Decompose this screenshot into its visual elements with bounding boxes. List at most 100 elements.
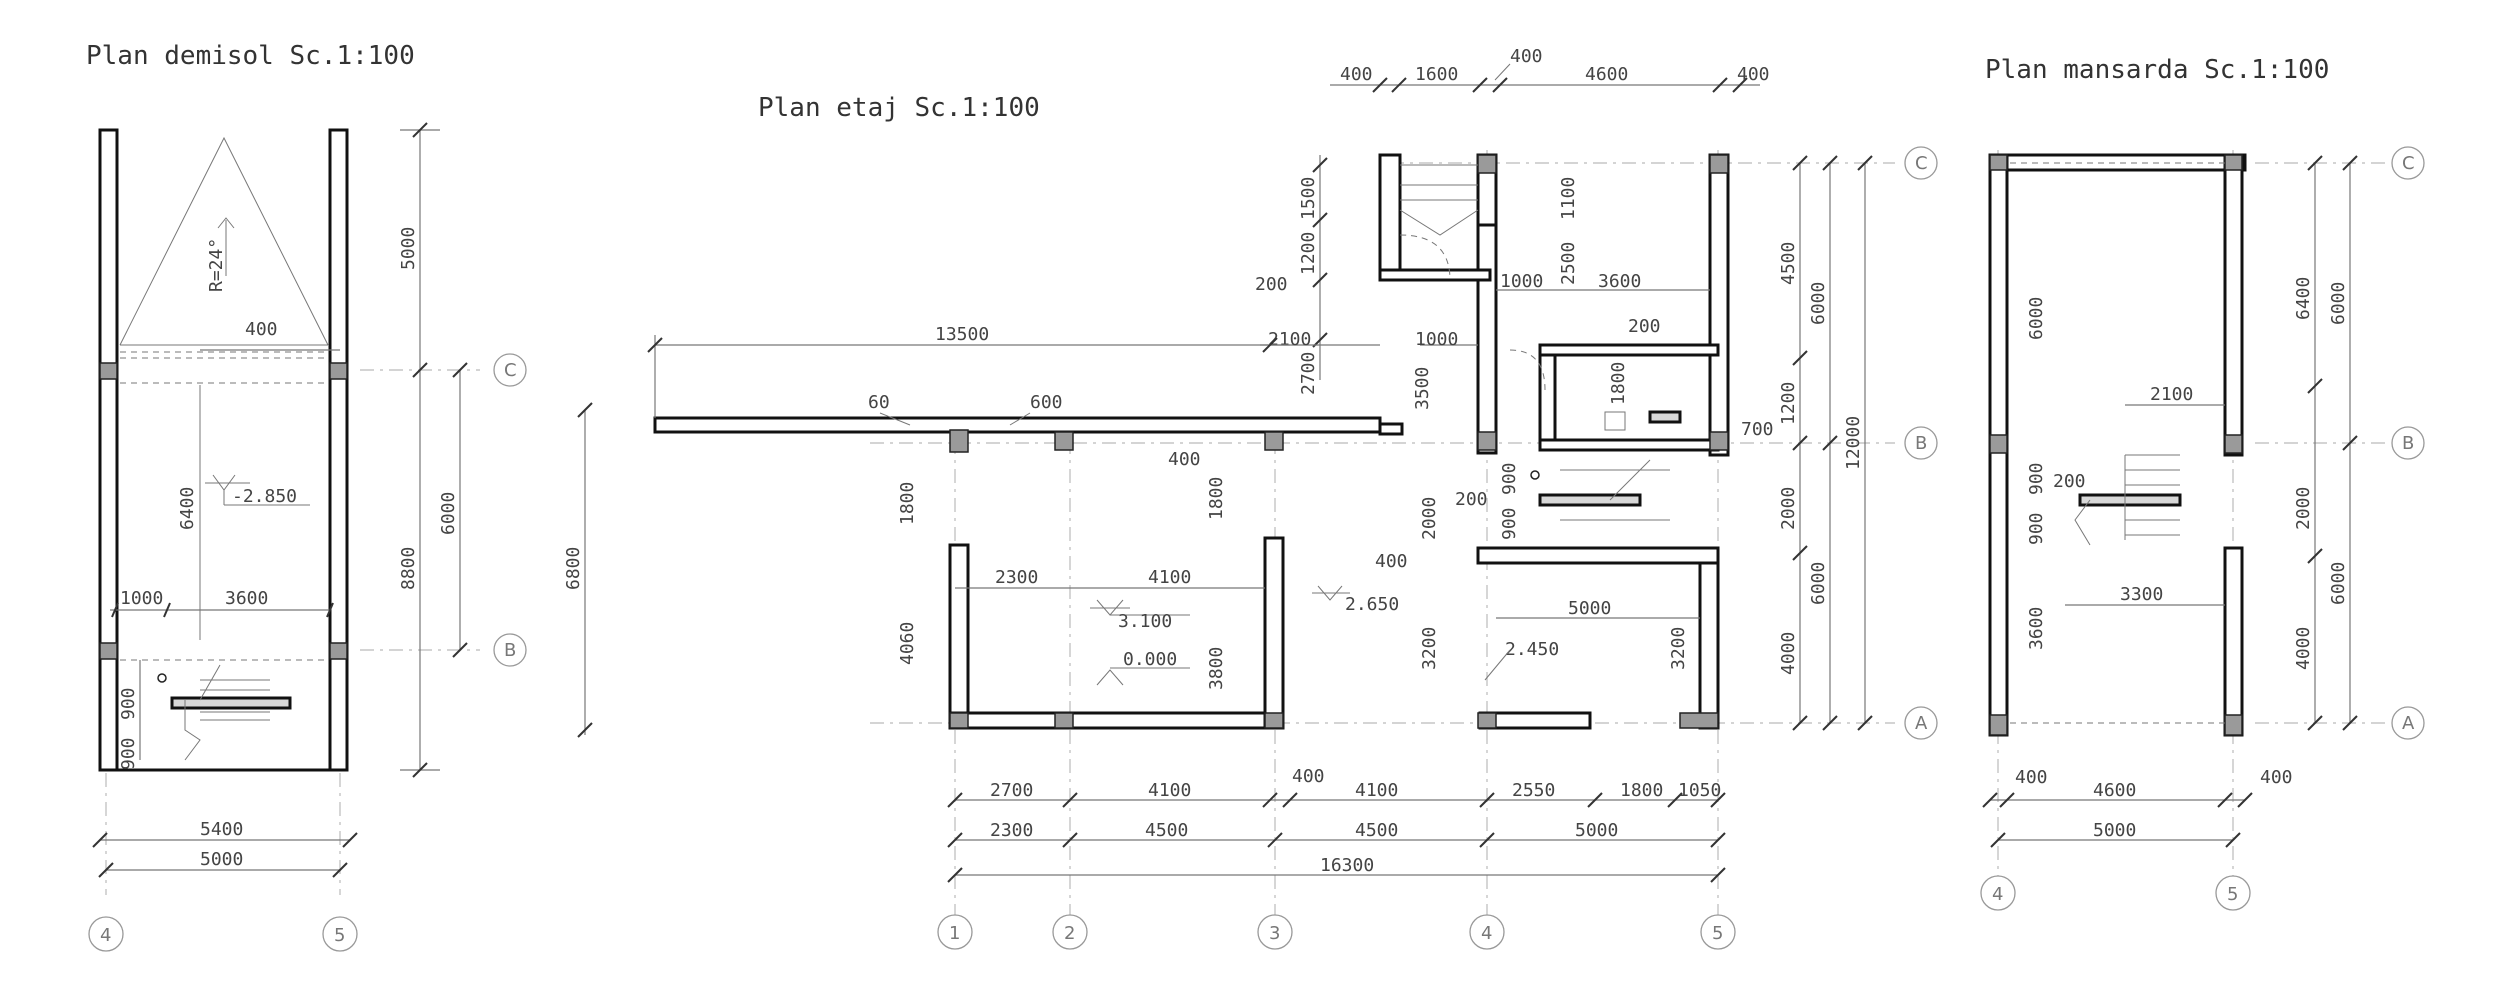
svg-text:3600: 3600 (2026, 607, 2047, 650)
plan-etaj: Plan etaj Sc.1:100 (563, 46, 1938, 950)
svg-text:900: 900 (2026, 512, 2047, 545)
svg-text:1800: 1800 (1608, 362, 1629, 405)
svg-text:400: 400 (1292, 766, 1325, 787)
svg-text:1: 1 (949, 923, 960, 944)
svg-text:4600: 4600 (1585, 64, 1628, 85)
svg-text:B: B (504, 640, 516, 661)
svg-text:400: 400 (1510, 46, 1543, 67)
svg-text:13500: 13500 (935, 324, 989, 345)
wall-west (948, 543, 970, 730)
svg-text:4500: 4500 (1355, 820, 1398, 841)
svg-text:400: 400 (2260, 767, 2293, 788)
svg-text:8800: 8800 (398, 547, 419, 590)
svg-text:1000: 1000 (1500, 271, 1543, 292)
svg-text:1500: 1500 (1298, 177, 1319, 220)
svg-text:6400: 6400 (2293, 277, 2314, 320)
svg-text:2500: 2500 (1558, 242, 1579, 285)
svg-text:4600: 4600 (2093, 780, 2136, 801)
svg-text:1800: 1800 (897, 482, 918, 525)
plan-demisol: Plan demisol Sc.1:100 R=24° -2.850 (86, 41, 527, 952)
svg-text:400: 400 (2015, 767, 2048, 788)
svg-text:2300: 2300 (995, 567, 1038, 588)
wall-right (328, 128, 349, 772)
svg-text:5: 5 (334, 925, 345, 946)
svg-text:1200: 1200 (1298, 232, 1319, 275)
svg-text:4500: 4500 (1778, 242, 1799, 285)
axis-bubble-b (493, 633, 527, 667)
svg-text:6000: 6000 (1808, 562, 1829, 605)
svg-text:A: A (2402, 713, 2415, 734)
axis-bubble-c (493, 353, 527, 387)
svg-text:60: 60 (868, 392, 890, 413)
svg-text:600: 600 (1030, 392, 1063, 413)
total-dimension: 16300 (1320, 855, 1374, 876)
svg-text:3300: 3300 (2120, 584, 2163, 605)
svg-text:200: 200 (1255, 274, 1288, 295)
svg-text:C: C (2402, 153, 2415, 174)
svg-text:5000: 5000 (1575, 820, 1618, 841)
svg-text:4: 4 (1992, 884, 2003, 905)
svg-text:5000: 5000 (200, 849, 243, 870)
svg-text:2700: 2700 (1298, 352, 1319, 395)
svg-text:200: 200 (1455, 489, 1488, 510)
svg-text:6800: 6800 (563, 547, 584, 590)
svg-text:A: A (1915, 713, 1928, 734)
wall-left (98, 128, 119, 772)
svg-text:B: B (1915, 433, 1927, 454)
svg-text:6000: 6000 (2026, 297, 2047, 340)
svg-text:12000: 12000 (1843, 416, 1864, 470)
svg-text:900: 900 (2026, 462, 2047, 495)
svg-text:1800: 1800 (1620, 780, 1663, 801)
svg-text:C: C (504, 360, 517, 381)
plan-mansarda: Plan mansarda Sc.1:100 6000 2100 200 900 (1980, 55, 2425, 911)
svg-text:1800: 1800 (1206, 477, 1227, 520)
svg-text:2: 2 (1064, 923, 1075, 944)
svg-text:5000: 5000 (398, 227, 419, 270)
svg-text:400: 400 (1375, 551, 1408, 572)
svg-text:4000: 4000 (2293, 627, 2314, 670)
roof-slope: R=24° (206, 238, 227, 292)
svg-text:4500: 4500 (1145, 820, 1188, 841)
svg-text:400: 400 (1168, 449, 1201, 470)
svg-text:1000: 1000 (1415, 329, 1458, 350)
svg-text:3200: 3200 (1419, 627, 1440, 670)
plan-demisol-title: Plan demisol Sc.1:100 (86, 41, 415, 71)
svg-text:1600: 1600 (1415, 64, 1458, 85)
svg-text:3200: 3200 (1668, 627, 1689, 670)
svg-text:2700: 2700 (990, 780, 1033, 801)
axis-bubble-5 (322, 916, 358, 952)
svg-text:2100: 2100 (2150, 384, 2193, 405)
svg-text:1000: 1000 (120, 588, 163, 609)
svg-text:1200: 1200 (1778, 382, 1799, 425)
dim-400: 400 (245, 319, 278, 340)
svg-text:4100: 4100 (1148, 780, 1191, 801)
svg-text:900: 900 (1499, 462, 1520, 495)
svg-text:900: 900 (118, 687, 139, 720)
svg-text:200: 200 (1628, 316, 1661, 337)
svg-text:2000: 2000 (1778, 487, 1799, 530)
level-0000: 0.000 (1123, 649, 1177, 670)
svg-text:5: 5 (1712, 923, 1723, 944)
svg-text:6000: 6000 (2328, 282, 2349, 325)
svg-text:2000: 2000 (2293, 487, 2314, 530)
plan-mansarda-title: Plan mansarda Sc.1:100 (1985, 55, 2329, 85)
svg-text:B: B (2402, 433, 2414, 454)
svg-text:4: 4 (1481, 923, 1492, 944)
svg-text:4000: 4000 (1778, 632, 1799, 675)
svg-text:1050: 1050 (1678, 780, 1721, 801)
svg-text:5400: 5400 (200, 819, 243, 840)
svg-text:4060: 4060 (897, 622, 918, 665)
svg-text:5000: 5000 (2093, 820, 2136, 841)
svg-text:900: 900 (1499, 507, 1520, 540)
svg-text:2300: 2300 (990, 820, 1033, 841)
level-demisol: -2.850 (232, 486, 297, 507)
svg-text:3600: 3600 (225, 588, 268, 609)
svg-text:4: 4 (100, 925, 111, 946)
svg-text:3600: 3600 (1598, 271, 1641, 292)
wall-north (1988, 153, 2247, 172)
svg-text:4100: 4100 (1148, 567, 1191, 588)
svg-text:400: 400 (1737, 64, 1770, 85)
svg-text:1100: 1100 (1558, 177, 1579, 220)
svg-text:5: 5 (2227, 884, 2238, 905)
